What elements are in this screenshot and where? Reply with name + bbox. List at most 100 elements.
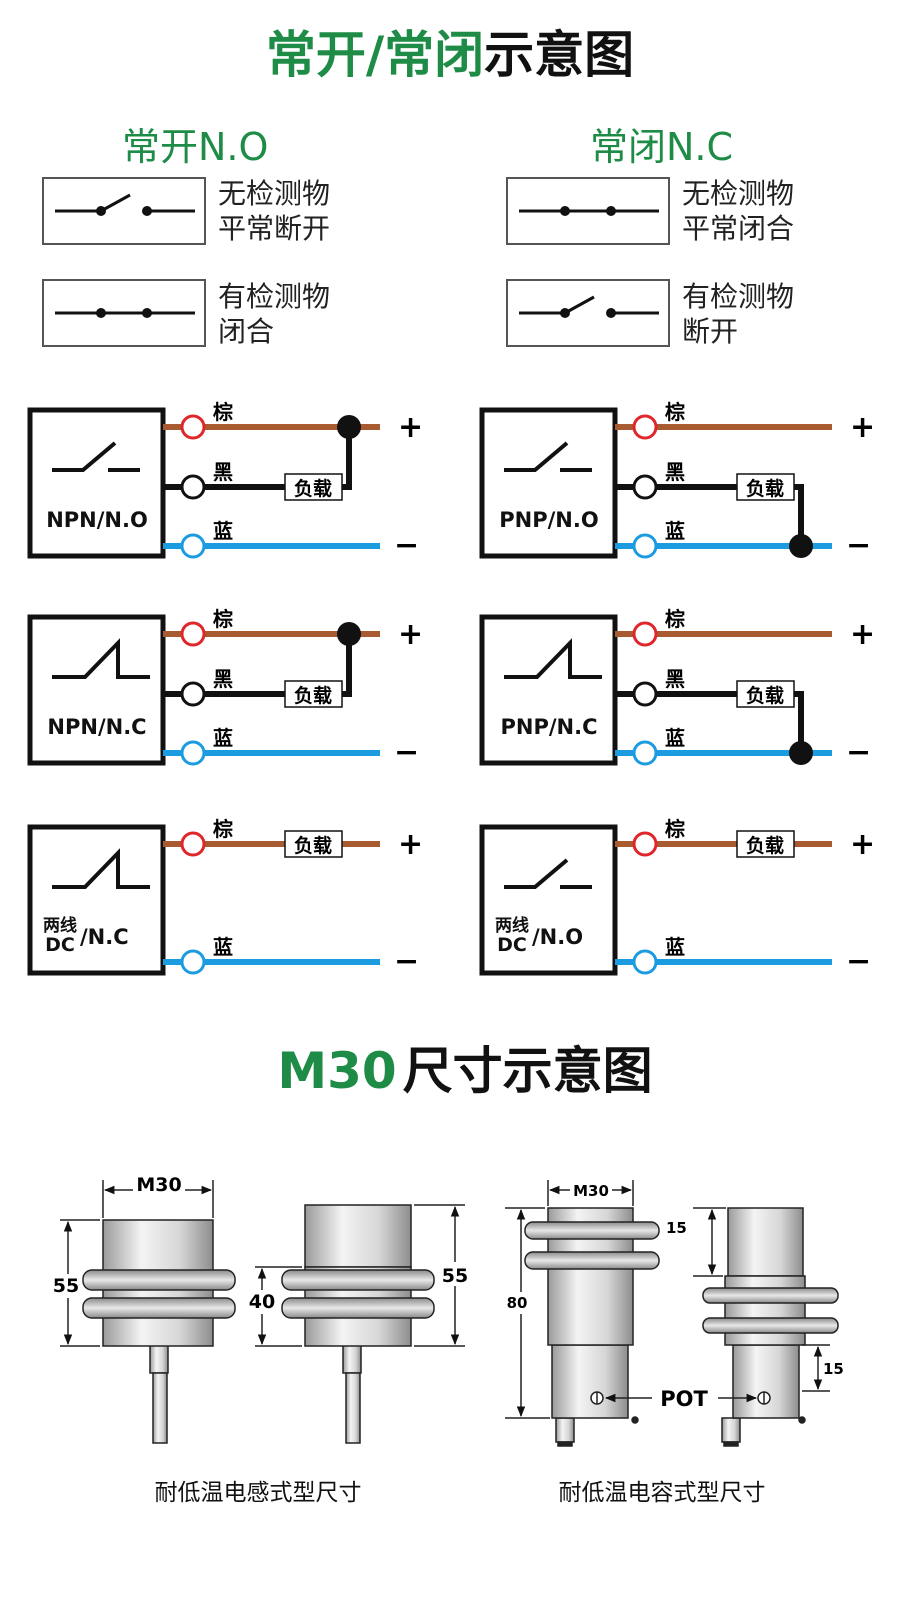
blue-terminal [632,740,658,766]
two-wire-label: 两线 [495,915,529,936]
junction-dot [337,415,361,439]
black-terminal [632,681,658,707]
switch-line [504,441,569,472]
state-text: 无检测物 [682,177,794,210]
load-box [736,473,795,501]
load-label: 负载 [294,477,332,500]
caption-inductive: 耐低温电感式型尺寸 [155,1480,362,1506]
sensor-box [479,407,618,559]
title-green: 常开/常闭 [266,26,484,84]
dimension-40: 40 [249,1291,275,1313]
contact-label: /N.O [532,925,583,949]
dimension-80: 80 [507,1294,528,1312]
brown-terminal [180,414,206,440]
wiring-diagrams: NPN/N.O棕+蓝−黑负载PNP/N.O棕+蓝−黑负载NPN/N.C棕+蓝−黑… [27,400,875,979]
load-box [736,680,795,708]
load-label: 负载 [294,684,332,707]
state-text: 无检测物 [218,177,330,210]
wiring-block-pnp-n-c: PNP/N.C棕+蓝−黑负载 [479,607,875,770]
dimensions-title-green: M30 [277,1042,396,1100]
wiring-block-npn-n-c: NPN/N.C棕+蓝−黑负载 [27,607,423,770]
brown-terminal [632,621,658,647]
wiring-block-pnp-n-o: PNP/N.O棕+蓝−黑负载 [479,400,875,563]
blue-terminal [632,533,658,559]
capacitive-sensor-drawing-1 [505,1180,660,1447]
dimension-m30: M30 [136,1174,181,1196]
blue-label: 蓝 [665,935,685,959]
blue-label: 蓝 [213,935,233,959]
load-box [284,680,343,708]
sensor-type-label: NPN/N.O [46,508,148,532]
switch-line [52,441,117,472]
junction-dot [789,741,813,765]
load-box [736,830,795,858]
brown-label: 棕 [665,607,685,631]
brown-label: 棕 [665,817,685,841]
minus-label: − [846,528,871,563]
closed-switch-symbol [504,638,602,679]
dimension-m30: M30 [573,1182,609,1200]
plus-label: + [850,617,875,652]
sensor-box [27,824,166,976]
pot-label: POT [660,1387,708,1411]
minus-label: − [394,735,419,770]
state-text: 平常闭合 [682,212,794,245]
blue-label: 蓝 [213,519,233,543]
blue-terminal [180,740,206,766]
brown-terminal [180,831,206,857]
open-switch-symbol [504,858,592,889]
legend-normally-closed: 常闭N.C 无检测物 平常闭合 有检测物 断开 [506,125,794,348]
plus-label: + [850,410,875,445]
state-text: 有检测物 [682,280,794,313]
switch-line [504,638,602,679]
brown-label: 棕 [213,817,233,841]
brown-label: 棕 [213,607,233,631]
plus-label: + [398,827,423,862]
minus-label: − [394,528,419,563]
load-label: 负载 [294,834,332,857]
brown-label: 棕 [665,400,685,424]
load-box [284,473,343,501]
state-text: 有检测物 [218,280,330,313]
dimension-15: 15 [823,1360,844,1378]
legend-header-no: 常开N.O [122,125,268,169]
caption-capacitive: 耐低温电容式型尺寸 [559,1480,766,1506]
inductive-sensor-drawing-1 [60,1180,236,1444]
inductive-sensor-drawing-2 [255,1204,465,1444]
switch-line [504,858,569,889]
open-switch-symbol [519,295,659,315]
dc-label: DC [45,934,75,956]
wiring-block-npn-n-o: NPN/N.O棕+蓝−黑负载 [27,400,423,563]
junction-dot [789,534,813,558]
dc-label: DC [497,934,527,956]
plus-label: + [398,617,423,652]
sensor-type-label: NPN/N.C [47,715,146,739]
black-terminal [180,681,206,707]
black-label: 黑 [213,667,233,691]
open-switch-symbol [504,441,592,472]
black-terminal [632,474,658,500]
sensor-type-label: PNP/N.C [501,715,598,739]
minus-label: − [394,944,419,979]
black-label: 黑 [665,460,685,484]
load-box [284,830,343,858]
sensor-box [479,614,618,766]
state-text: 断开 [682,315,738,348]
blue-label: 蓝 [665,726,685,750]
page-title: 常开/常闭示意图 [266,26,634,84]
load-label: 负载 [746,834,784,857]
dimensions-title-black: 尺寸示意图 [403,1042,653,1100]
switch-line [52,848,150,889]
legend-header-nc: 常闭N.C [590,125,733,169]
title-black: 示意图 [484,26,634,84]
black-label: 黑 [665,667,685,691]
plus-label: + [398,410,423,445]
blue-terminal [632,949,658,975]
brown-label: 棕 [213,400,233,424]
brown-terminal [632,414,658,440]
brown-terminal [180,621,206,647]
